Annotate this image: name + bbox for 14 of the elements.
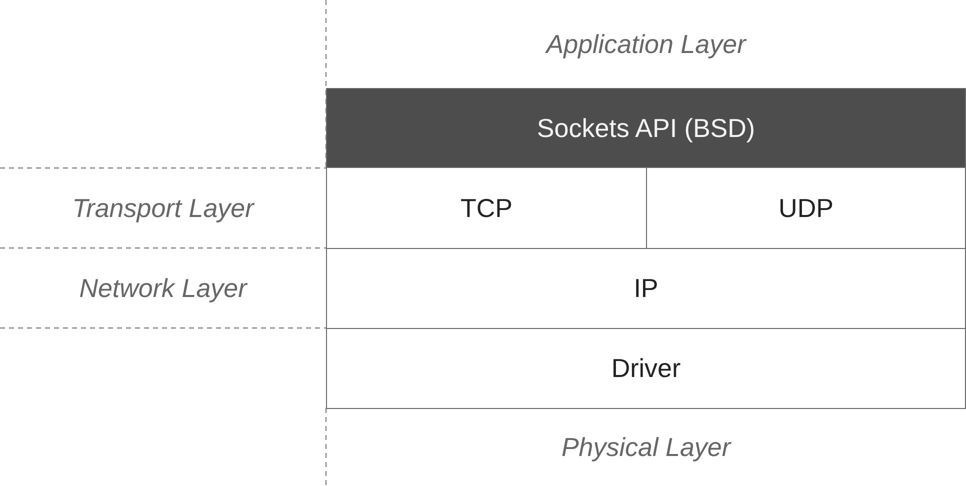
layer-name: Transport Layer xyxy=(72,192,254,224)
layer-name: Physical Layer xyxy=(561,432,731,462)
layer-box xyxy=(326,167,647,249)
layer-label: IP xyxy=(634,273,658,304)
layer-label: UDP xyxy=(778,192,834,224)
layer-label: Driver xyxy=(611,353,681,384)
layer-name: Network Layer xyxy=(79,272,247,304)
layer-box xyxy=(326,248,966,329)
layer-label: TCP xyxy=(460,192,512,224)
layer-name: Application Layer xyxy=(546,28,746,60)
layer-box xyxy=(326,88,966,169)
layer-box xyxy=(646,167,966,249)
layer-box xyxy=(326,328,966,409)
layer-label: Sockets API (BSD) xyxy=(536,113,756,144)
